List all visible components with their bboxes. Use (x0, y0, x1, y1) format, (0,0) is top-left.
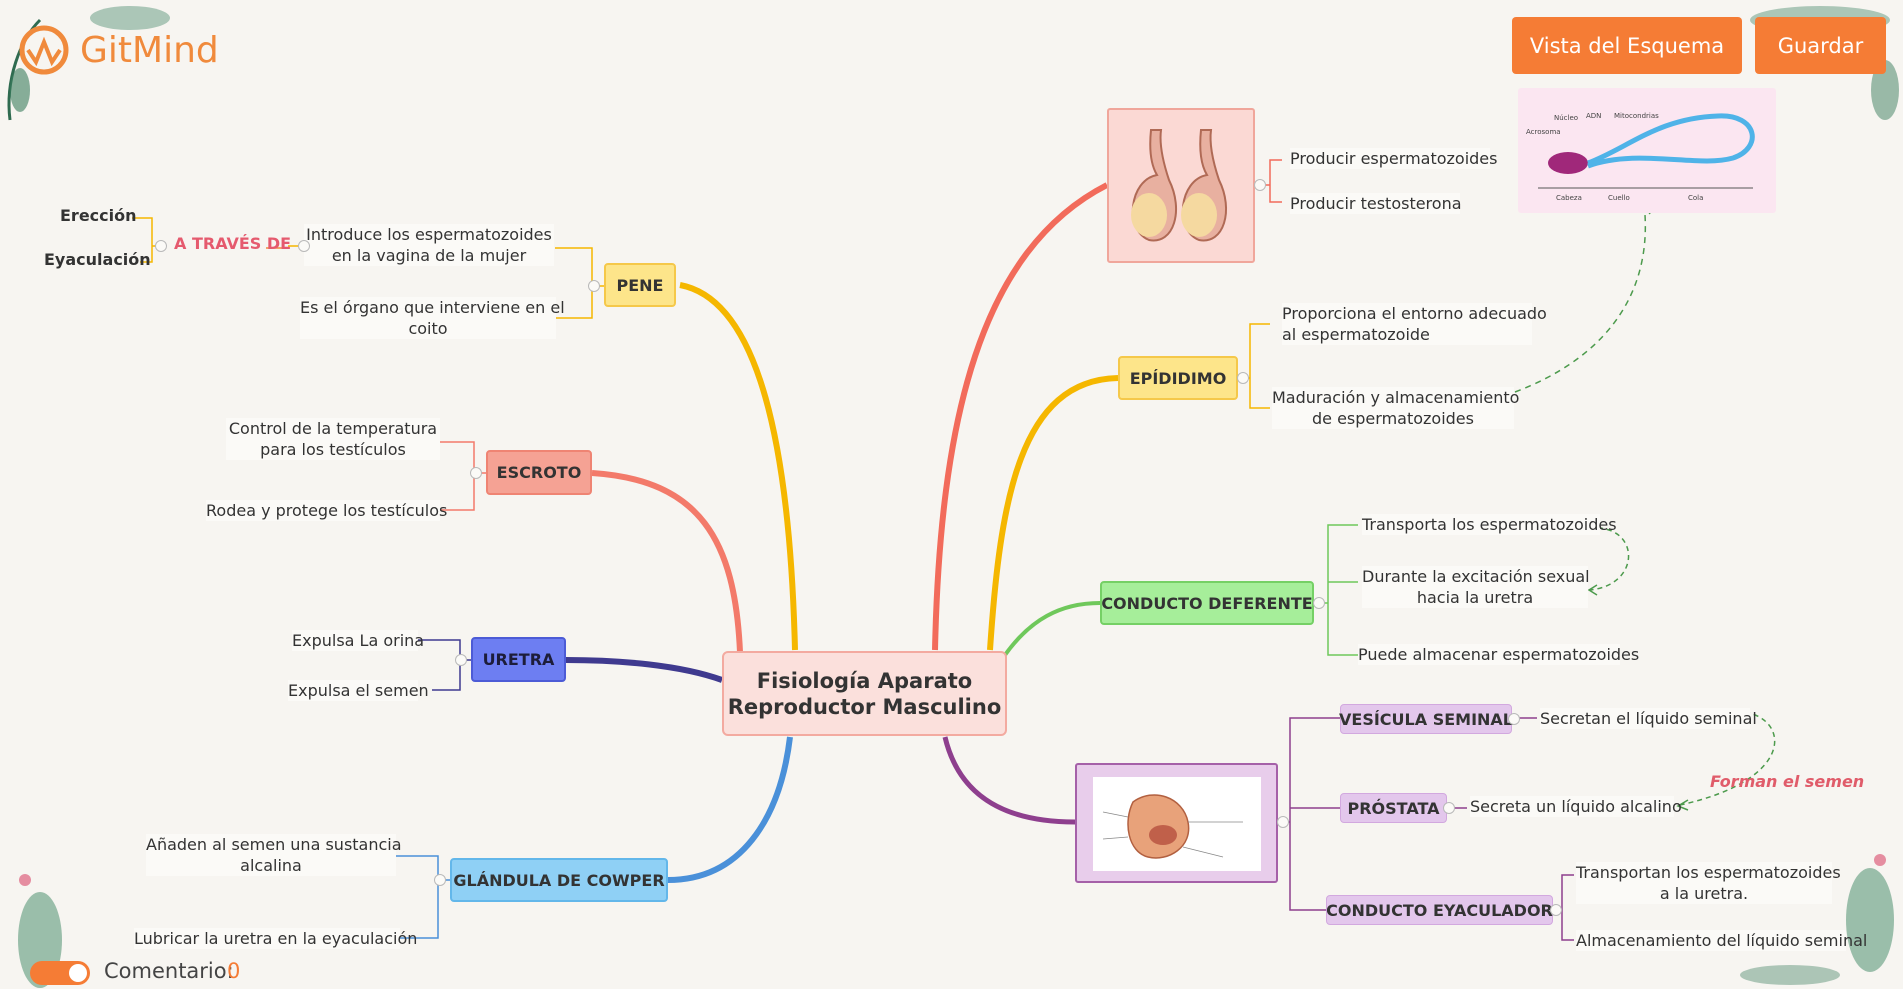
topic-a-traves-de[interactable]: A TRAVÉS DE (174, 234, 292, 253)
leaf-eyaculacion[interactable]: Eyaculación (44, 250, 151, 269)
leaf-ereccion[interactable]: Erección (60, 206, 137, 225)
topic-vesicula-seminal[interactable]: VESÍCULA SEMINAL (1339, 704, 1513, 734)
collapse-toggle[interactable] (1508, 713, 1520, 725)
sperm-label-cola: Cola (1688, 194, 1703, 202)
leaf-escroto-1[interactable]: Control de la temperatura para los testí… (226, 418, 440, 460)
leaf-testiculos-2[interactable]: Producir testosterona (1290, 193, 1462, 214)
topic-escroto[interactable]: ESCROTO (486, 450, 592, 495)
topic-glandula-de-cowper[interactable]: GLÁNDULA DE COWPER (450, 858, 668, 902)
leaf-escroto-2[interactable]: Rodea y protege los testículos (206, 500, 448, 521)
cactus-decoration-bottom-right (1740, 854, 1894, 985)
leaf-text: Control de la temperatura (228, 419, 438, 438)
topic-uretra[interactable]: URETRA (471, 637, 566, 682)
leaf-text: Añaden al semen una sustancia (146, 835, 402, 854)
leaf-text: Es el órgano que interviene en el (300, 298, 565, 317)
leaf-epididimo-2[interactable]: Maduración y almacenamiento de espermato… (1272, 387, 1520, 429)
sperm-label-mitocondrias: Mitocondrias (1614, 112, 1659, 120)
sperm-label-acrosoma: Acrosoma (1526, 128, 1561, 136)
collapse-toggle[interactable] (588, 280, 600, 292)
leaf-testiculos-1[interactable]: Producir espermatozoides (1290, 148, 1498, 169)
collapse-toggle[interactable] (434, 874, 446, 886)
leaf-deferente-2[interactable]: Durante la excitación sexual hacia la ur… (1362, 566, 1590, 608)
topic-pene[interactable]: PENE (604, 263, 676, 307)
sperm-diagram-image[interactable]: Acrosoma Núcleo ADN Mitocondrias Cabeza … (1518, 88, 1776, 213)
topic-prostata[interactable]: PRÓSTATA (1340, 793, 1447, 823)
leaf-text: coito (408, 319, 448, 338)
root-topic[interactable]: Fisiología Aparato Reproductor Masculino (722, 651, 1007, 736)
prostate-illustration (1102, 794, 1243, 859)
leaf-pene-2[interactable]: Es el órgano que interviene en el coito (300, 297, 565, 339)
collapse-toggle[interactable] (155, 240, 167, 252)
comment-count: 0 (227, 959, 241, 983)
leaf-uretra-2[interactable]: Expulsa el semen (288, 680, 429, 701)
leaf-prostata-1[interactable]: Secreta un líquido alcalino (1470, 796, 1682, 817)
leaf-pene-1[interactable]: Introduce los espermatozoides en la vagi… (304, 224, 554, 266)
leaf-cowper-2[interactable]: Lubricar la uretra en la eyaculación (134, 928, 418, 949)
sperm-label-adn: ADN (1586, 112, 1601, 120)
leaf-text: Durante la excitación sexual (1362, 567, 1590, 586)
topic-conducto-eyaculador[interactable]: CONDUCTO EYACULADOR (1326, 895, 1553, 925)
testicle-illustration (1131, 129, 1228, 242)
topic-conducto-deferente[interactable]: CONDUCTO DEFERENTE (1100, 581, 1314, 625)
save-button[interactable]: Guardar (1755, 17, 1886, 74)
topic-epididimo[interactable]: EPÍDIDIMO (1118, 356, 1238, 400)
root-title-line-1: Fisiología Aparato (756, 668, 973, 693)
sperm-label-cuello: Cuello (1608, 194, 1630, 202)
leaf-epididimo-1[interactable]: Proporciona el entorno adecuado al esper… (1282, 303, 1547, 345)
leaf-text: Proporciona el entorno adecuado (1282, 304, 1547, 323)
app-name: GitMind (80, 29, 219, 71)
leaf-cowper-1[interactable]: Añaden al semen una sustancia alcalina (146, 834, 402, 876)
leaf-text: alcalina (240, 856, 302, 875)
sperm-label-cabeza: Cabeza (1556, 194, 1582, 202)
outline-view-button[interactable]: Vista del Esquema (1512, 17, 1742, 74)
leaf-text: Introduce los espermatozoides (306, 225, 552, 244)
gitmind-logo-icon (19, 25, 69, 75)
sperm-label-nucleo: Núcleo (1554, 114, 1578, 122)
topic-glandulas-image[interactable] (1075, 763, 1278, 883)
prostate-illustration-frame (1093, 777, 1261, 871)
leaf-deferente-3[interactable]: Puede almacenar espermatozoides (1358, 644, 1640, 665)
collapse-toggle[interactable] (455, 654, 467, 666)
collapse-toggle[interactable] (1254, 179, 1266, 191)
leaf-text: en la vagina de la mujer (331, 246, 527, 265)
leaf-vesicula-1[interactable]: Secretan el líquido seminal (1540, 708, 1757, 729)
leaf-deferente-1[interactable]: Transporta los espermatozoides (1362, 514, 1617, 535)
collapse-toggle[interactable] (1313, 597, 1325, 609)
leaf-text: Transportan los espermatozoides (1576, 863, 1841, 882)
leaf-text: de espermatozoides (1312, 409, 1474, 428)
leaf-text: al espermatozoide (1282, 325, 1430, 344)
sperm-illustration: Acrosoma Núcleo ADN Mitocondrias Cabeza … (1526, 112, 1755, 202)
collapse-toggle[interactable] (470, 467, 482, 479)
leaf-text: a la uretra. (1659, 884, 1749, 903)
collapse-toggle[interactable] (298, 240, 310, 252)
leaf-eyaculador-2[interactable]: Almacenamiento del líquido seminal (1576, 930, 1868, 951)
leaf-text: hacia la uretra (1416, 588, 1534, 607)
relation-note-forman-el-semen[interactable]: Forman el semen (1710, 772, 1865, 791)
root-title-line-2: Reproductor Masculino (727, 694, 1002, 719)
collapse-toggle[interactable] (1237, 372, 1249, 384)
comment-label: Comentario: (104, 959, 234, 983)
topic-testiculos-image[interactable] (1107, 108, 1255, 263)
collapse-toggle[interactable] (1550, 904, 1562, 916)
app-logo[interactable]: GitMind (14, 22, 219, 78)
collapse-toggle[interactable] (1277, 816, 1289, 828)
leaf-decoration-top-left (7, 6, 170, 121)
leaf-eyaculador-1[interactable]: Transportan los espermatozoides a la ure… (1576, 862, 1841, 904)
collapse-toggle[interactable] (1443, 802, 1455, 814)
leaf-text: Maduración y almacenamiento (1272, 388, 1520, 407)
comment-toggle[interactable] (30, 961, 90, 985)
leaf-text: para los testículos (260, 440, 406, 459)
leaf-uretra-1[interactable]: Expulsa La orina (292, 630, 425, 651)
